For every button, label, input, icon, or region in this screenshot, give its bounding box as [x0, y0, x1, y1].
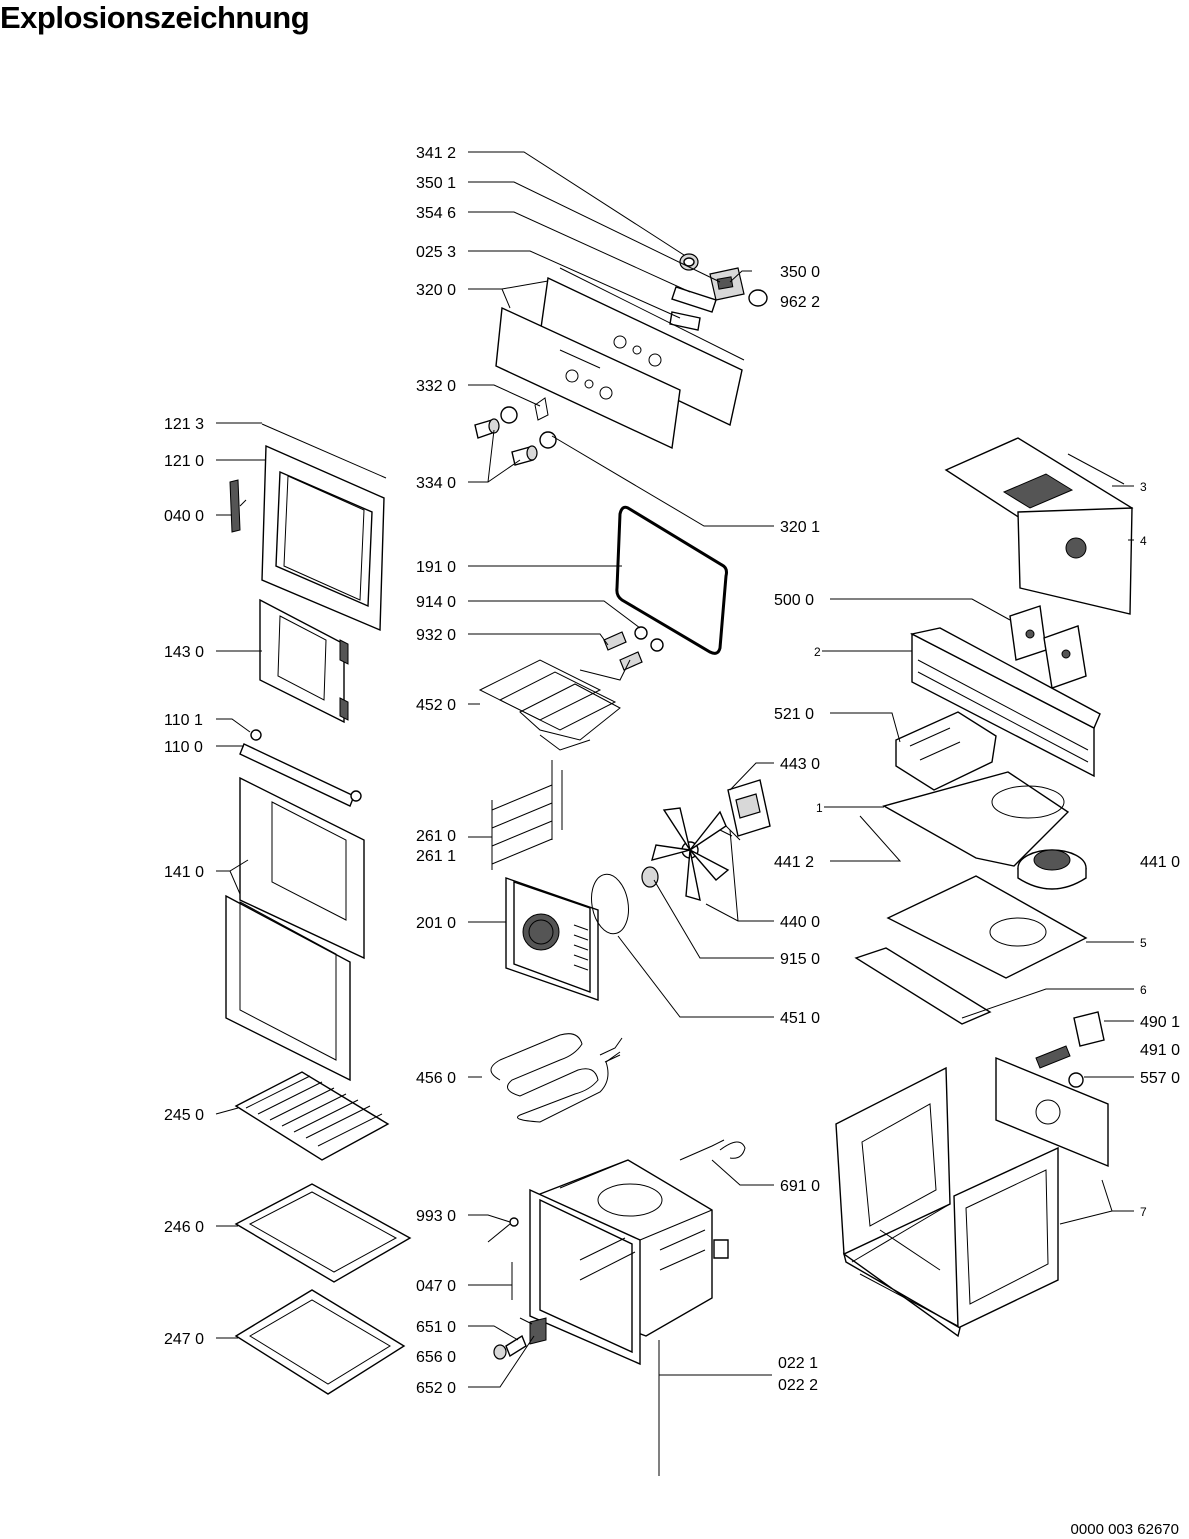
callout-label: 320 1 — [780, 519, 820, 536]
callout-label: 441 0 — [1140, 854, 1180, 871]
callout-label: 962 2 — [780, 294, 820, 311]
callout-label: 656 0 — [416, 1349, 456, 1366]
callout-label: 025 3 — [416, 244, 456, 261]
callout-label: 651 0 — [416, 1319, 456, 1336]
callout-label: 456 0 — [416, 1070, 456, 1087]
top-cover-part — [944, 437, 1134, 615]
callout-label: 191 0 — [416, 559, 456, 576]
callout-label: 354 6 — [416, 205, 456, 222]
callout-label: 247 0 — [164, 1331, 204, 1348]
callout-label: 443 0 — [780, 756, 820, 773]
wire-rack-part — [234, 1071, 390, 1161]
terminal-part — [1073, 1011, 1105, 1047]
fan-motor-part — [719, 779, 771, 841]
callout-label: 652 0 — [416, 1380, 456, 1397]
callout-label: 993 0 — [416, 1208, 456, 1225]
fan-impeller-part — [641, 807, 730, 901]
small-insert-part — [669, 311, 701, 331]
hinge-part — [229, 479, 241, 533]
callout-label: 334 0 — [416, 475, 456, 492]
callout-label: 320 0 — [416, 282, 456, 299]
page-title: Explosionszeichnung — [0, 0, 310, 35]
callout-label: 261 0 — [416, 828, 456, 845]
callout-label: 246 0 — [164, 1219, 204, 1236]
small-fasteners-group — [487, 1217, 547, 1360]
callout-label: 451 0 — [780, 1010, 820, 1027]
callout-label: 452 0 — [416, 697, 456, 714]
rack-guides-part — [491, 760, 563, 870]
callout-label: 7 — [1140, 1205, 1147, 1219]
switch-module-part — [1009, 605, 1087, 689]
knob-set — [474, 397, 557, 466]
inner-door-part — [261, 423, 387, 632]
insulation-sheet-part — [886, 875, 1088, 979]
document-number: 0000 003 62670 — [1070, 1521, 1179, 1538]
baking-tray-2-part — [234, 1289, 406, 1395]
callout-label: 350 0 — [780, 264, 820, 281]
lower-heating-element-part — [490, 1033, 621, 1123]
callout-label: 914 0 — [416, 594, 456, 611]
callout-label: 5 — [1140, 936, 1147, 950]
callout-label: 557 0 — [1140, 1070, 1180, 1087]
callout-label: 261 1 — [416, 848, 456, 865]
baking-tray-1-part — [234, 1183, 412, 1283]
callout-label: 6 — [1140, 983, 1147, 997]
callout-label: 350 1 — [416, 175, 456, 192]
thermostat-part — [1068, 1072, 1084, 1088]
fasteners-group — [603, 626, 664, 671]
callout-label: 491 0 — [1140, 1042, 1180, 1059]
fan-ring-part — [591, 873, 629, 935]
callout-label: 440 0 — [780, 914, 820, 931]
callout-label: 143 0 — [164, 644, 204, 661]
oven-cavity-part — [529, 1159, 729, 1366]
callout-label: 2 — [814, 645, 821, 659]
bracket-part — [671, 286, 717, 313]
outer-door-part — [225, 776, 365, 1082]
callout-label: 490 1 — [1140, 1014, 1180, 1031]
leader-lines — [215, 151, 1134, 1388]
callout-label: 1 — [816, 801, 823, 815]
control-frame-part — [909, 627, 1101, 778]
control-panel-front — [495, 306, 681, 450]
callout-label: 022 2 — [778, 1377, 818, 1394]
callout-label: 341 2 — [416, 145, 456, 162]
door-handle-part — [239, 743, 355, 807]
connector-part — [1035, 1045, 1071, 1069]
fan-cover-part — [505, 877, 599, 1001]
callout-label: 932 0 — [416, 627, 456, 644]
callout-label: 332 0 — [416, 378, 456, 395]
callout-label: 521 0 — [774, 706, 814, 723]
callout-label: 047 0 — [416, 1278, 456, 1295]
callout-label: 3 — [1140, 480, 1147, 494]
outer-frame-part — [835, 1056, 1109, 1338]
housing-part — [895, 711, 997, 791]
glass-panel-part — [259, 598, 349, 724]
control-panel-group — [474, 253, 768, 466]
callout-label: 110 0 — [164, 739, 203, 756]
cooling-fan-part — [1017, 849, 1087, 890]
temperature-sensor-part — [679, 1139, 746, 1161]
callout-label: 691 0 — [780, 1178, 820, 1195]
callout-label: 121 3 — [164, 416, 204, 433]
part-labels: 341 2 350 1 354 6 025 3 320 0 350 0 962 … — [164, 145, 1180, 1397]
callout-label: 141 0 — [164, 864, 204, 881]
plate-part — [882, 771, 1070, 867]
base-plate-part — [854, 947, 992, 1025]
callout-label: 110 1 — [164, 712, 203, 729]
grill-element-part — [478, 659, 631, 751]
callout-label: 201 0 — [416, 915, 456, 932]
callout-label: 4 — [1140, 534, 1147, 548]
callout-label: 022 1 — [778, 1355, 818, 1372]
callout-label: 915 0 — [780, 951, 820, 968]
callout-label: 500 0 — [774, 592, 814, 609]
callout-label: 121 0 — [164, 453, 204, 470]
door-seal-part — [615, 505, 728, 655]
cylinder-part — [748, 289, 768, 307]
callout-label: 040 0 — [164, 508, 204, 525]
callout-label: 441 2 — [774, 854, 814, 871]
callout-label: 245 0 — [164, 1107, 204, 1124]
